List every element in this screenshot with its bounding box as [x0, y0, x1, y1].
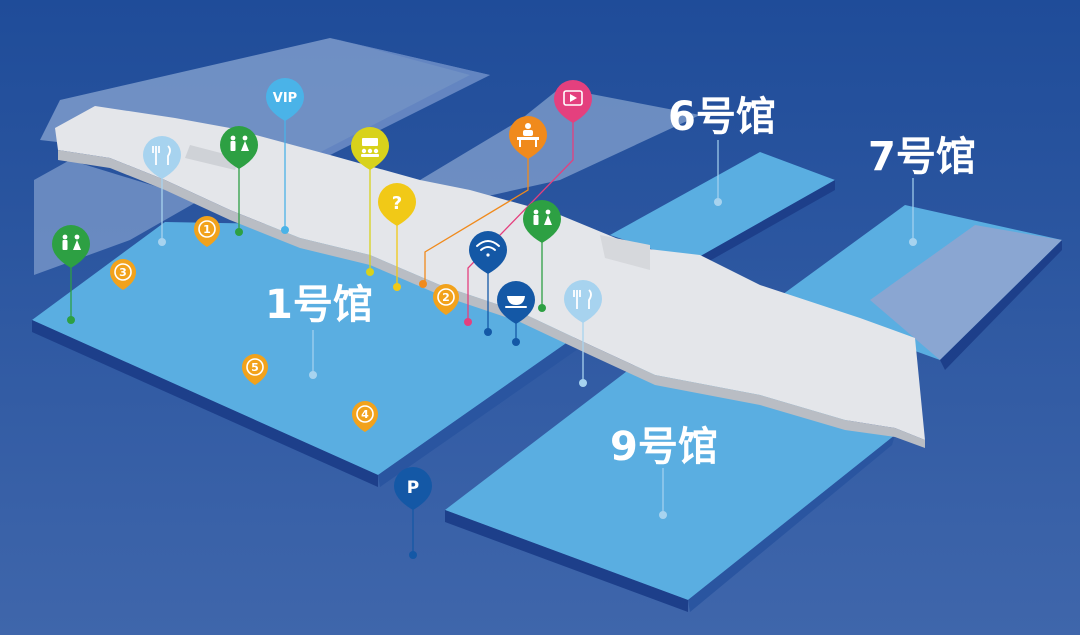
number-marker-2[interactable]: 2 — [433, 284, 459, 315]
number-marker-4-label: 4 — [361, 408, 369, 421]
number-marker-4[interactable]: 4 — [352, 401, 378, 432]
wifi-pin[interactable] — [469, 231, 507, 336]
parking-label: P — [407, 478, 419, 498]
service-desk-pin[interactable] — [419, 116, 547, 288]
restroom-pin-left[interactable] — [52, 225, 90, 324]
hall-9-label: 9号馆 — [610, 424, 718, 470]
restroom-icon — [230, 135, 249, 151]
meeting-pin[interactable] — [351, 127, 389, 276]
number-marker-3-label: 3 — [119, 266, 127, 279]
info-label: ? — [392, 193, 402, 214]
vip-pin[interactable]: VIP — [266, 78, 304, 234]
service-desk-icon — [517, 123, 539, 147]
restaurant-icon — [152, 145, 171, 165]
info-pin[interactable]: ? — [378, 183, 416, 291]
number-marker-5-label: 5 — [251, 361, 259, 374]
number-marker-5[interactable]: 5 — [242, 354, 268, 385]
number-marker-2-label: 2 — [442, 291, 450, 304]
restaurant-icon — [573, 289, 592, 309]
number-marker-1-label: 1 — [203, 223, 211, 236]
media-pin[interactable] — [464, 80, 592, 326]
parking-pin[interactable]: P — [394, 467, 432, 559]
restroom-icon — [62, 234, 81, 250]
video-play-icon — [563, 90, 583, 106]
restroom-pin-top[interactable] — [220, 126, 258, 236]
hall-1-label: 1号馆 — [265, 282, 373, 328]
hall-6-block — [610, 152, 835, 272]
hall-7-label: 7号馆 — [868, 134, 976, 180]
number-marker-1[interactable]: 1 — [193, 215, 220, 247]
restroom-icon — [533, 209, 552, 225]
meeting-icon — [361, 138, 379, 157]
number-marker-3[interactable]: 3 — [110, 259, 136, 290]
corridor — [55, 106, 925, 448]
coffee-cup-icon — [505, 296, 527, 308]
cafe-pin[interactable] — [497, 281, 535, 346]
hall-6-label: 6号馆 — [668, 94, 776, 140]
restaurant-pin-right[interactable] — [564, 280, 602, 387]
hall-9-block — [445, 365, 895, 612]
vip-label: VIP — [273, 91, 297, 106]
wifi-icon — [476, 240, 500, 257]
restroom-pin-right[interactable] — [523, 200, 561, 312]
hall-dots — [309, 140, 917, 519]
restaurant-pin-left[interactable] — [143, 136, 181, 246]
